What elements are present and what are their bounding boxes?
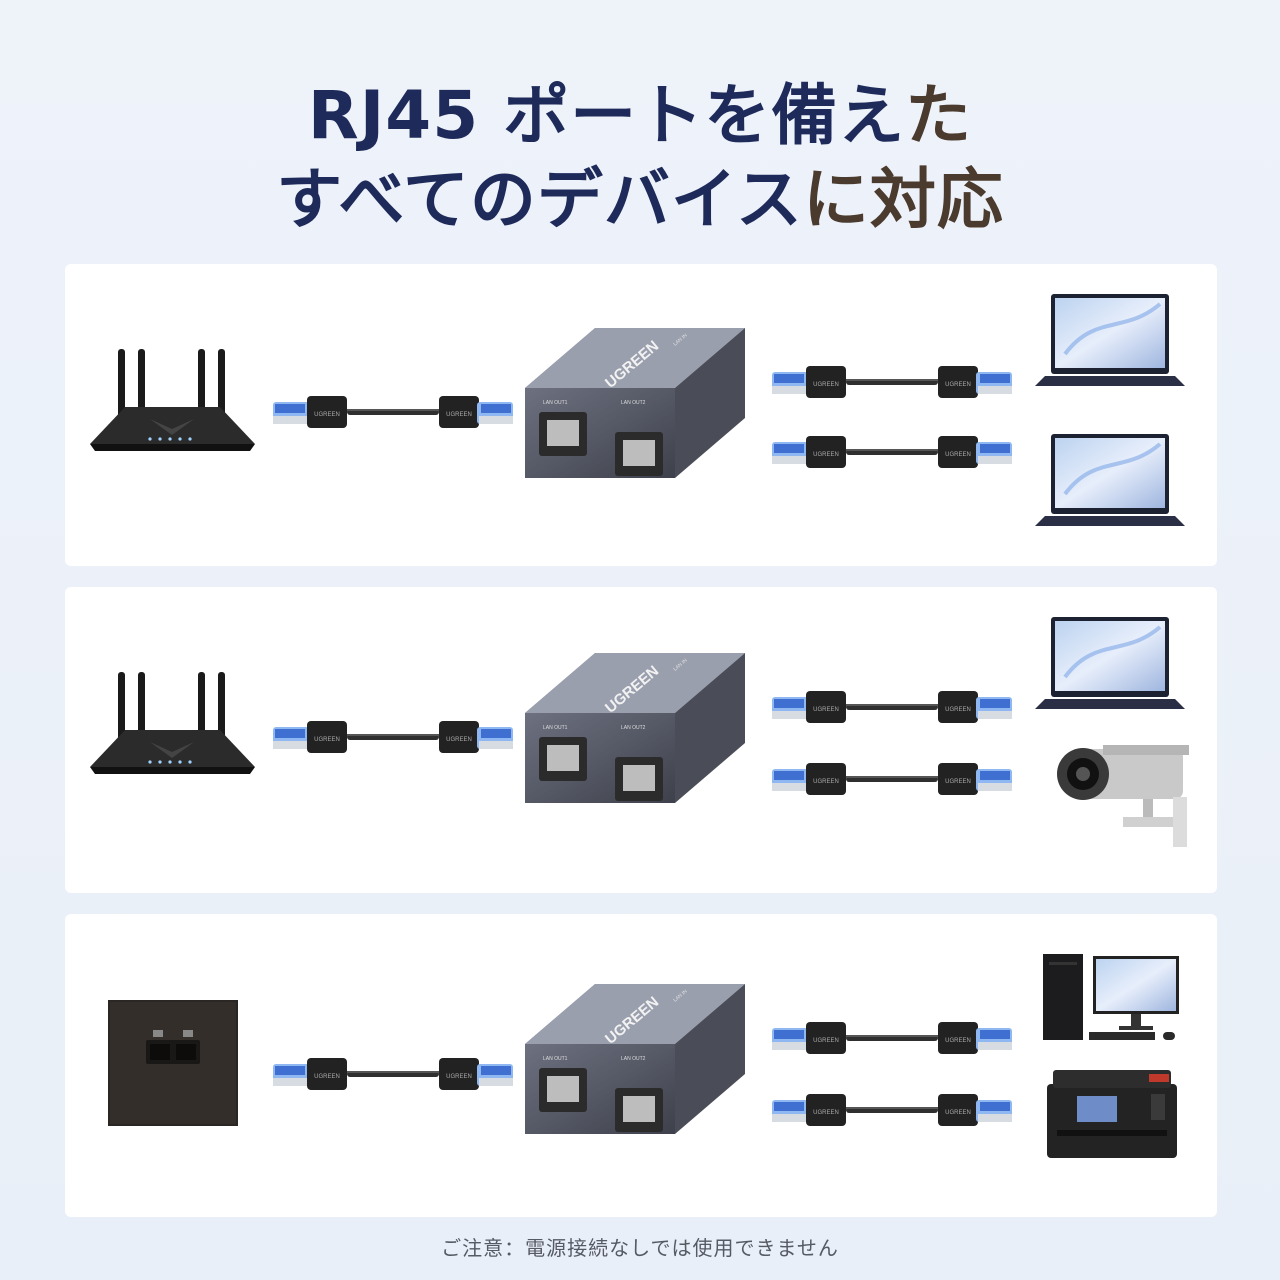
desktop-pc-icon — [1043, 954, 1179, 1040]
ethernet-cable-icon — [273, 721, 513, 753]
ethernet-splitter-icon — [525, 984, 745, 1134]
ethernet-cable-icon — [273, 396, 513, 428]
headline-line-2-main: すべてのデバイス — [276, 161, 803, 238]
security-camera-icon — [1057, 745, 1189, 847]
ethernet-splitter-icon — [525, 328, 745, 478]
laptop-icon — [1035, 617, 1187, 711]
router-icon — [90, 672, 255, 774]
ethernet-cable-icon — [772, 691, 1012, 723]
ethernet-cable-icon — [772, 1022, 1012, 1054]
laptop-icon — [1035, 434, 1187, 528]
headline-line-2: すべてのデバイスに対応 — [0, 146, 1280, 242]
wall-socket-icon — [108, 1000, 238, 1126]
ethernet-cable-icon — [772, 1094, 1012, 1126]
scenario-panel-1 — [65, 264, 1217, 566]
scenario-panel-3 — [65, 914, 1217, 1217]
ethernet-cable-icon — [772, 366, 1012, 398]
laptop-icon — [1035, 294, 1187, 388]
headline-line-2-accent: に対応 — [802, 161, 1004, 238]
headline-line-1: RJ45 ポートを備えた — [0, 62, 1280, 158]
scenario-panel-2 — [65, 587, 1217, 893]
ethernet-cable-icon — [772, 763, 1012, 795]
ethernet-cable-icon — [273, 1058, 513, 1090]
printer-icon — [1047, 1070, 1177, 1158]
ethernet-splitter-icon — [525, 653, 745, 803]
headline-line-1-main: RJ45 ポートを備え — [307, 77, 906, 154]
headline-line-1-accent: た — [905, 77, 973, 154]
router-icon — [90, 349, 255, 451]
footer-note: ご注意：電源接続なしでは使用できません — [441, 1236, 839, 1260]
ethernet-cable-icon — [772, 436, 1012, 468]
